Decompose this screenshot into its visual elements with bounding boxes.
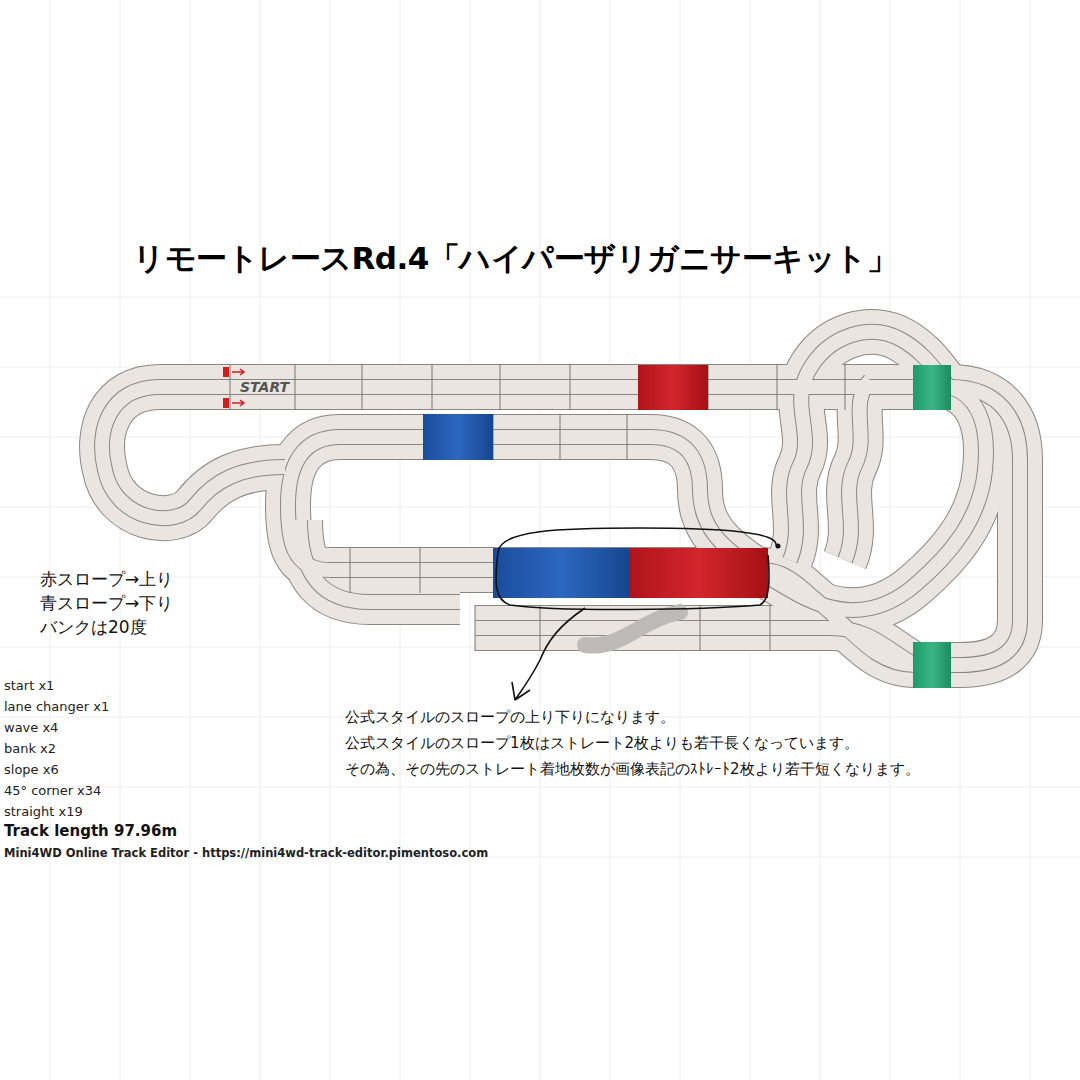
credit: Mini4WD Online Track Editor - https://mi…: [4, 846, 488, 860]
start-mark: START: [240, 379, 289, 395]
part-count: slope x6: [4, 762, 59, 777]
part-count: 45° corner x34: [4, 783, 101, 798]
part-count: bank x2: [4, 741, 56, 756]
part-count: straight x19: [4, 804, 83, 819]
annotation: 公式スタイルのスロープ1枚はストレート2枚よりも若干長くなっています。: [345, 734, 859, 753]
legend-note: 青スロープ→下り: [40, 592, 173, 615]
track-length: Track length 97.96m: [4, 822, 177, 840]
annotation: 公式スタイルのスロープの上り下りになります。: [345, 708, 675, 727]
part-count: wave x4: [4, 720, 58, 735]
part-count: start x1: [4, 678, 54, 693]
annotation: その為、その先のストレート着地枚数が画像表記のｽﾄﾚｰﾄ2枚より若干短くなります…: [345, 760, 920, 779]
legend-note: 赤スロープ→上り: [40, 568, 173, 591]
title: リモートレースRd.4「ハイパーザリガニサーキット」: [133, 238, 897, 280]
legend-note: バンクは20度: [40, 616, 147, 639]
part-count: lane changer x1: [4, 699, 109, 714]
